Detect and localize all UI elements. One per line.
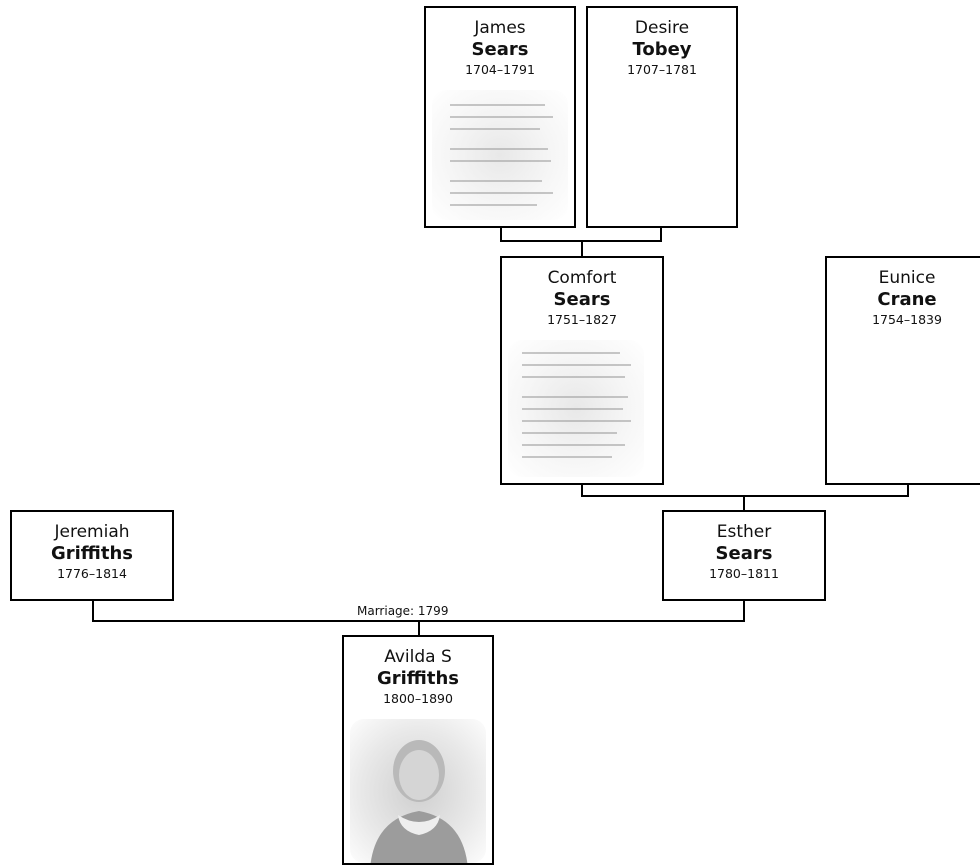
connector-line	[581, 483, 583, 497]
person-card-comfort-sears[interactable]: Comfort Sears 1751–1827	[500, 256, 664, 485]
life-years: 1780–1811	[709, 566, 779, 581]
given-name: Eunice	[878, 268, 936, 288]
life-years: 1754–1839	[872, 312, 942, 327]
surname: Tobey	[632, 39, 692, 60]
given-name: James	[474, 18, 526, 38]
given-name: Jeremiah	[54, 522, 130, 542]
person-card-james-sears[interactable]: James Sears 1704–1791	[424, 6, 576, 228]
document-thumbnail	[508, 340, 644, 477]
life-years: 1776–1814	[57, 566, 127, 581]
connector-line	[743, 600, 745, 622]
surname: Crane	[877, 289, 937, 310]
person-card-eunice-crane[interactable]: Eunice Crane 1754–1839	[825, 256, 980, 485]
connector-line	[92, 600, 94, 622]
given-name: Desire	[634, 18, 690, 38]
connector-line	[743, 495, 745, 511]
connector-line	[660, 226, 662, 242]
portrait-photo	[350, 719, 486, 863]
given-name: Avilda S	[384, 647, 452, 667]
life-years: 1800–1890	[383, 691, 453, 706]
life-years: 1707–1781	[627, 62, 697, 77]
connector-line	[907, 483, 909, 497]
person-card-desire-tobey[interactable]: Desire Tobey 1707–1781	[586, 6, 738, 228]
life-years: 1751–1827	[547, 312, 617, 327]
surname: Griffiths	[376, 668, 460, 689]
surname: Sears	[471, 39, 529, 60]
connector-line	[581, 495, 909, 497]
marriage-label: Marriage: 1799	[355, 604, 451, 618]
person-card-jeremiah-griffiths[interactable]: Jeremiah Griffiths 1776–1814	[10, 510, 174, 601]
person-card-esther-sears[interactable]: Esther Sears 1780–1811	[662, 510, 826, 601]
connector-line	[581, 240, 583, 258]
connector-line	[500, 226, 502, 242]
connector-line	[418, 620, 420, 636]
person-card-avilda-griffiths[interactable]: Avilda S Griffiths 1800–1890	[342, 635, 494, 865]
surname: Griffiths	[50, 543, 134, 564]
given-name: Comfort	[547, 268, 617, 288]
life-years: 1704–1791	[465, 62, 535, 77]
surname: Sears	[715, 543, 773, 564]
surname: Sears	[553, 289, 611, 310]
given-name: Esther	[716, 522, 772, 542]
portrait-silhouette-icon	[370, 740, 468, 863]
document-thumbnail	[432, 90, 568, 220]
